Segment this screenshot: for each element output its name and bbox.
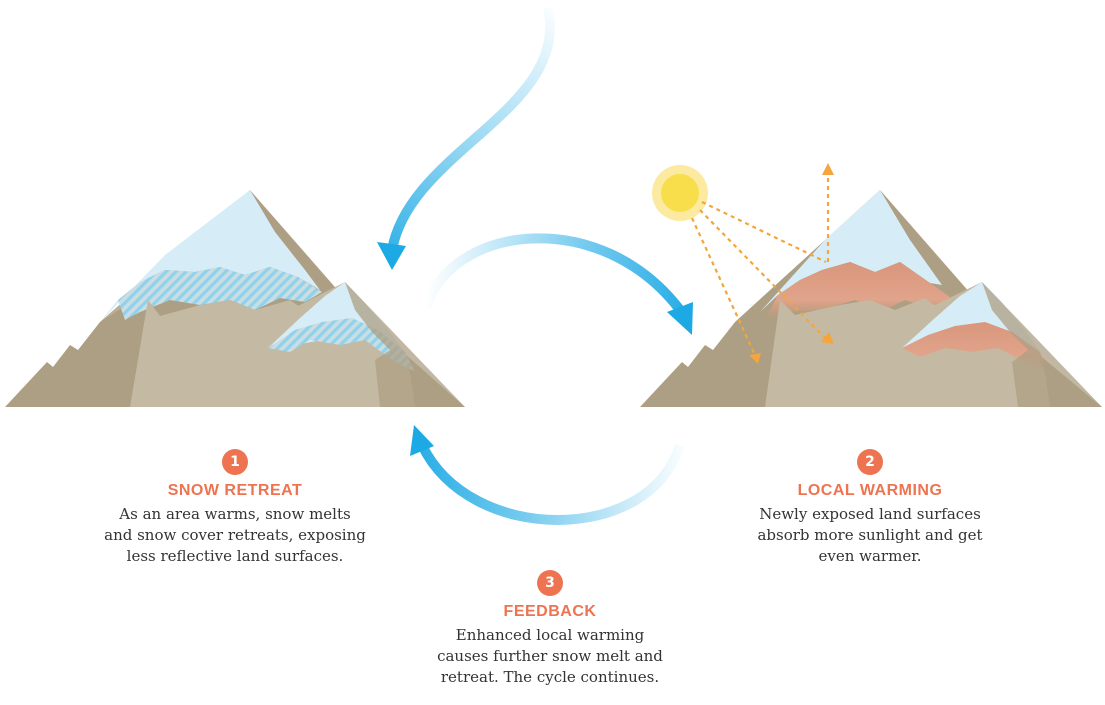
sun-icon [652,165,708,221]
incoming-warming-arrow [377,6,555,270]
step-title: LOCAL WARMING [797,482,943,499]
sunlight-arrowheads [749,163,834,364]
step-title: FEEDBACK [503,603,597,620]
step-snow-retreat: 1 SNOW RETREAT As an area warms, snow me… [85,449,385,567]
step-number-badge: 2 [857,449,883,475]
step-title: SNOW RETREAT [167,482,303,499]
step-local-warming: 2 LOCAL WARMING Newly exposed land surfa… [720,449,1020,567]
sunlight-rays [691,172,830,356]
step-description: Newly exposed land surfaces absorb more … [757,505,983,565]
right-mountain-range [640,190,1102,407]
cycle-arrow-to-warming [421,233,693,335]
step-description: Enhanced local warming causes further sn… [437,626,663,686]
step-description: As an area warms, snow melts and snow co… [104,505,366,565]
step-number-badge: 1 [222,449,248,475]
cycle-arrow-to-feedback [410,425,685,525]
left-mountain-range [5,190,465,407]
step-number-badge: 3 [537,570,563,596]
step-feedback: 3 FEEDBACK Enhanced local warming causes… [400,570,700,688]
